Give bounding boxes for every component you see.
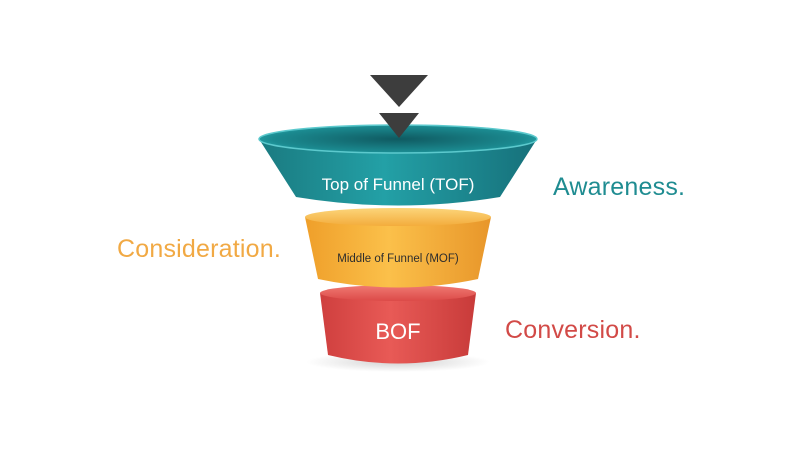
funnel-stage-tof-body <box>259 139 537 206</box>
funnel-stage-bof-label: BOF <box>375 319 420 344</box>
funnel-stage-mof-label: Middle of Funnel (MOF) <box>337 253 459 265</box>
funnel-stage-tof: Top of Funnel (TOF) <box>258 124 538 206</box>
funnel-stage-bof: BOF <box>320 285 476 364</box>
funnel-stage-bof-rim <box>320 285 476 301</box>
funnel-stage-tof-rim <box>259 125 537 153</box>
funnel-stage-mof-rim <box>305 208 491 226</box>
stage-label-conversion: Conversion. <box>505 316 641 344</box>
double-down-triangle-icon <box>370 75 428 138</box>
stage-label-awareness: Awareness. <box>553 173 686 201</box>
funnel-stage-bof-body <box>320 293 476 364</box>
funnel-stage-mof-body <box>305 217 491 288</box>
down-triangle-icon <box>370 75 428 107</box>
funnel-stage-tof-label: Top of Funnel (TOF) <box>322 175 475 194</box>
funnel-stage-mof: Middle of Funnel (MOF) <box>305 208 491 288</box>
down-triangle-icon <box>379 113 419 138</box>
stage-label-consideration: Consideration. <box>117 235 282 263</box>
